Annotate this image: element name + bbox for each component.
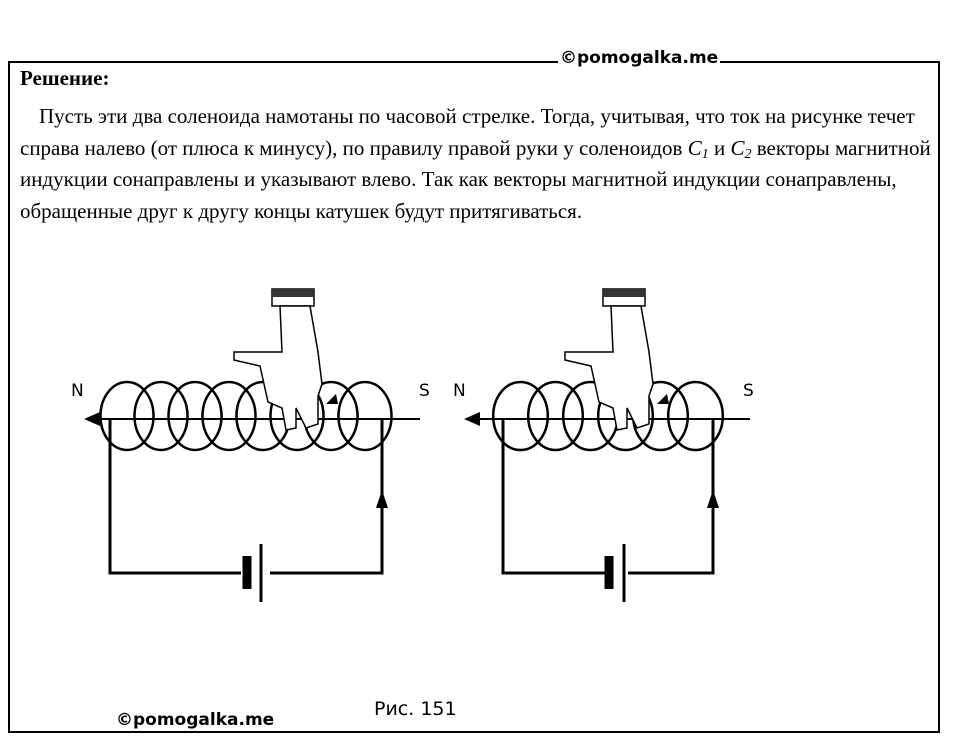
coil-loop	[99, 380, 155, 452]
right-south-label: S	[743, 381, 754, 401]
right-hand-icon	[564, 288, 669, 431]
solution-text-between: и	[708, 135, 731, 160]
coil-loop	[491, 380, 550, 452]
right-axis-arrowhead	[464, 412, 480, 426]
right-wire	[501, 419, 715, 575]
coil-loop	[666, 380, 725, 452]
watermark-top: ©pomogalka.me	[558, 48, 721, 68]
solution-text-part2: векторы магнитной индукции сонаправлены …	[20, 135, 931, 223]
coil-loop	[337, 380, 393, 452]
variable-c2: C2	[730, 135, 752, 162]
variable-c1: C1	[687, 135, 709, 162]
left-circuit: N S	[71, 288, 430, 602]
coil-loop	[133, 380, 189, 452]
coil-loop	[201, 380, 257, 452]
left-axis-arrowhead	[84, 412, 100, 426]
solution-heading: Решение:	[20, 66, 110, 90]
right-north-label: N	[453, 381, 466, 401]
left-coil	[99, 380, 393, 452]
left-south-label: S	[419, 381, 430, 401]
solution-text-part1: Пусть эти два соленоида намотаны по часо…	[20, 104, 915, 160]
solution-frame	[8, 61, 940, 733]
coil-loop	[167, 380, 223, 452]
left-current-arrow	[376, 490, 388, 508]
left-hand-icon	[233, 288, 338, 431]
coil-loop	[526, 380, 585, 452]
watermark-bottom: ©pomogalka.me	[114, 710, 277, 730]
solution-text: Пусть эти два соленоида намотаны по часо…	[20, 101, 932, 227]
right-current-arrow	[707, 490, 719, 508]
figure-caption: Рис. 151	[374, 698, 457, 720]
left-north-label: N	[71, 381, 84, 401]
left-wire	[108, 419, 384, 575]
right-circuit: N S	[453, 288, 754, 602]
